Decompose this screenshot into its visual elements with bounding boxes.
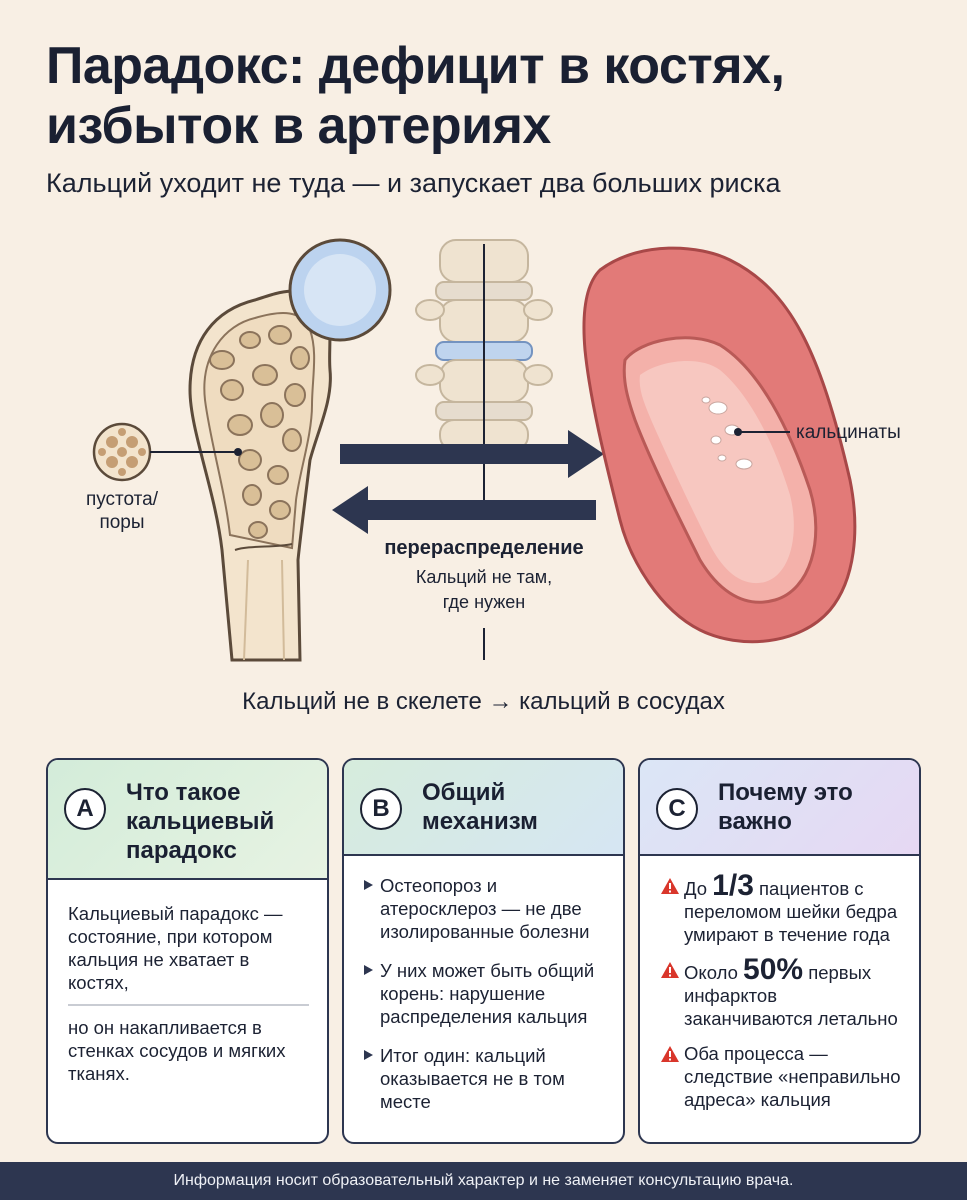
femur-bone-illustration bbox=[92, 238, 392, 662]
footer-disclaimer: Информация носит образовательный характе… bbox=[0, 1162, 967, 1200]
card-c-body: До 1/3 пациентов с переломом шейки бедра… bbox=[640, 856, 919, 1111]
spine-illustration bbox=[415, 239, 553, 451]
stat-suffix: первых инфарктов заканчиваются летально bbox=[684, 962, 898, 1029]
card-a-letter-badge: A bbox=[64, 788, 106, 830]
summary-line: Кальций не в скелете → кальций в сосудах bbox=[242, 688, 725, 715]
redistribution-note: Кальций не там, bbox=[416, 567, 552, 587]
card-c-title: Почему это важно bbox=[718, 779, 853, 835]
card-c-stat: До 1/3 пациентов с переломом шейки бедра… bbox=[660, 871, 901, 946]
card-b-bullet: Остеопороз и атеросклероз — не две изоли… bbox=[364, 874, 605, 943]
card-c-letter-badge: C bbox=[656, 788, 698, 830]
redistribution-arrows bbox=[332, 430, 604, 534]
stat-highlight: 1/3 bbox=[712, 869, 754, 902]
card-b-header: B Общий механизм bbox=[344, 760, 623, 856]
card-b-letter-badge: B bbox=[360, 788, 402, 830]
card-a-text-part1: Кальциевый парадокс — состояние, при кот… bbox=[68, 903, 283, 993]
stat-highlight: 50% bbox=[743, 953, 804, 986]
card-b-body: Остеопороз и атеросклероз — не две изоли… bbox=[344, 856, 623, 1113]
calcifications-label: кальцинаты bbox=[796, 422, 901, 443]
card-a-text-part2: но он накапливается в стенках сосудов и … bbox=[68, 1017, 286, 1084]
card-c-header: C Почему это важно bbox=[640, 760, 919, 856]
page-subtitle: Кальций уходит не туда — и запускает два… bbox=[46, 168, 781, 198]
card-a-header: A Что такое кальциевый парадокс bbox=[48, 760, 327, 880]
warning-triangle-icon bbox=[661, 878, 679, 894]
pores-label-2: поры bbox=[99, 512, 144, 533]
stat-suffix: пациентов с переломом шейки бедра умираю… bbox=[684, 878, 898, 945]
redistribution-label: перераспределение bbox=[384, 537, 583, 559]
card-c-stat: Оба процесса — следствие «неправильно ад… bbox=[660, 1042, 901, 1111]
warning-triangle-icon bbox=[661, 962, 679, 978]
card-why-important: C Почему это важно До 1/3 пациентов с пе… bbox=[638, 758, 921, 1144]
stat-prefix: До bbox=[684, 878, 713, 899]
redistribution-note-2: где нужен bbox=[443, 592, 525, 612]
stat-prefix: Около bbox=[684, 962, 744, 983]
card-a-divider bbox=[68, 1004, 309, 1006]
card-what-is-paradox: A Что такое кальциевый парадокс Кальциев… bbox=[46, 758, 329, 1144]
illustration: пустота/ поры перераспределение Кальций … bbox=[86, 238, 901, 662]
artery-illustration bbox=[582, 246, 857, 644]
page-title: Парадокс: дефицит в костях, избыток в ар… bbox=[46, 37, 785, 155]
card-b-title: Общий механизм bbox=[422, 779, 538, 835]
card-a-title: Что такое кальциевый парадокс bbox=[126, 779, 275, 864]
warning-triangle-icon bbox=[661, 1046, 679, 1062]
card-b-bullet: Итог один: кальций оказывается не в том … bbox=[364, 1044, 605, 1113]
card-c-stat: Около 50% первых инфарктов заканчиваются… bbox=[660, 955, 901, 1030]
card-b-bullet: У них может быть общий корень: нарушение… bbox=[364, 959, 605, 1028]
card-common-mechanism: B Общий механизм Остеопороз и атеросклер… bbox=[342, 758, 625, 1144]
stat-text: Оба процесса — следствие «неправильно ад… bbox=[684, 1043, 901, 1110]
card-a-body: Кальциевый парадокс — состояние, при кот… bbox=[48, 880, 327, 1085]
pores-label: пустота/ bbox=[86, 489, 159, 510]
